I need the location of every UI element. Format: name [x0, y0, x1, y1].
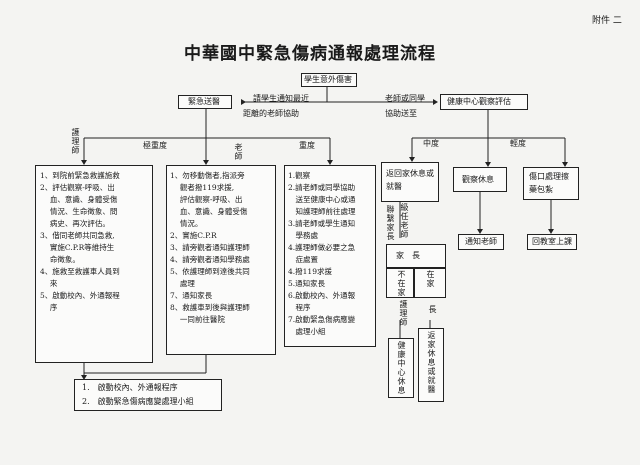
role-label-nurse: 護理師	[71, 128, 80, 155]
serious-actions-box	[284, 165, 376, 347]
node-parent	[386, 244, 446, 268]
node-return-class-label: 回教室上課	[532, 237, 572, 246]
node-return-home-label: 返回家休息或就醫	[386, 169, 434, 191]
severity-mild: 輕度	[510, 139, 526, 148]
label-nurse-2: 護理師	[399, 300, 408, 327]
node-wound-care-label: 傷口處理擦藥包紮	[529, 172, 569, 194]
bottom-action-1: 1. 啟動校內、外通報程序	[82, 383, 178, 392]
label-homeroom-teacher: 級任老師	[400, 203, 409, 239]
node-at-home	[414, 268, 446, 298]
node-not-home-label: 不在家	[397, 270, 406, 297]
node-student-injury	[301, 73, 357, 87]
node-health-center-rest	[388, 338, 414, 398]
node-at-home-label: 在家	[426, 270, 435, 288]
node-return-home	[381, 162, 439, 202]
edge-label-teacher-classmate: 老師或同學	[385, 94, 425, 103]
bottom-actions-box	[74, 379, 222, 411]
node-return-class	[527, 234, 577, 250]
node-student-injury-label: 學生意外傷害	[304, 75, 352, 84]
node-return-home-rest-label: 返家休息或就醫	[427, 331, 436, 394]
node-notify-teacher-label: 通知老師	[465, 237, 497, 246]
edge-label-assist-send: 協助送至	[385, 109, 417, 118]
role-label-teacher: 老師	[234, 143, 243, 161]
teacher-actions-box	[166, 165, 276, 355]
edge-label-nearby-teacher: 距離的老師協助	[243, 109, 299, 118]
teacher-actions-list: 1、勿移動傷者,指派旁 觀者撥119求援, 評估觀察-呼吸、出 血、意識、身體受…	[170, 171, 250, 324]
node-health-center-rest-label: 健康中心休息	[397, 341, 406, 395]
node-emergency-transfer	[178, 95, 232, 109]
edge-label-notify-nearby: 請學生通知最近	[253, 94, 309, 103]
severity-moderate: 中度	[423, 139, 439, 148]
severity-very-serious: 極重度	[143, 141, 167, 150]
annex-label: 附件 二	[592, 16, 622, 26]
node-observe-rest-label: 觀察休息	[462, 175, 494, 184]
node-health-center	[440, 94, 528, 110]
page-title: 中華國中緊急傷病通報處理流程	[184, 44, 436, 64]
node-health-center-label: 健康中心觀察評估	[447, 97, 511, 106]
nurse-actions-list: 1、到院前緊急救護施救 2、評估觀察-呼吸、出 血、意識、身體受傷 情況、生命徵…	[40, 171, 120, 312]
bottom-action-2: 2. 啟動緊急傷病應變處理小組	[82, 397, 194, 406]
node-notify-teacher	[458, 234, 504, 250]
node-observe-rest	[453, 167, 507, 192]
node-not-home	[386, 268, 414, 298]
severity-serious: 重度	[299, 141, 315, 150]
label-parent-2: 長	[428, 305, 437, 314]
node-wound-care	[523, 167, 579, 200]
label-contact-parent: 聯繫家長	[386, 205, 395, 241]
node-return-home-rest	[418, 328, 444, 402]
nurse-actions-box	[35, 165, 153, 363]
node-parent-label: 家 長	[396, 251, 420, 260]
node-emergency-transfer-label: 緊急送醫	[188, 97, 220, 106]
serious-actions-list: 1.觀察 2.請老師或同學協助 送至健康中心或通 知護理師前往處理 3.請老師或…	[288, 171, 356, 336]
